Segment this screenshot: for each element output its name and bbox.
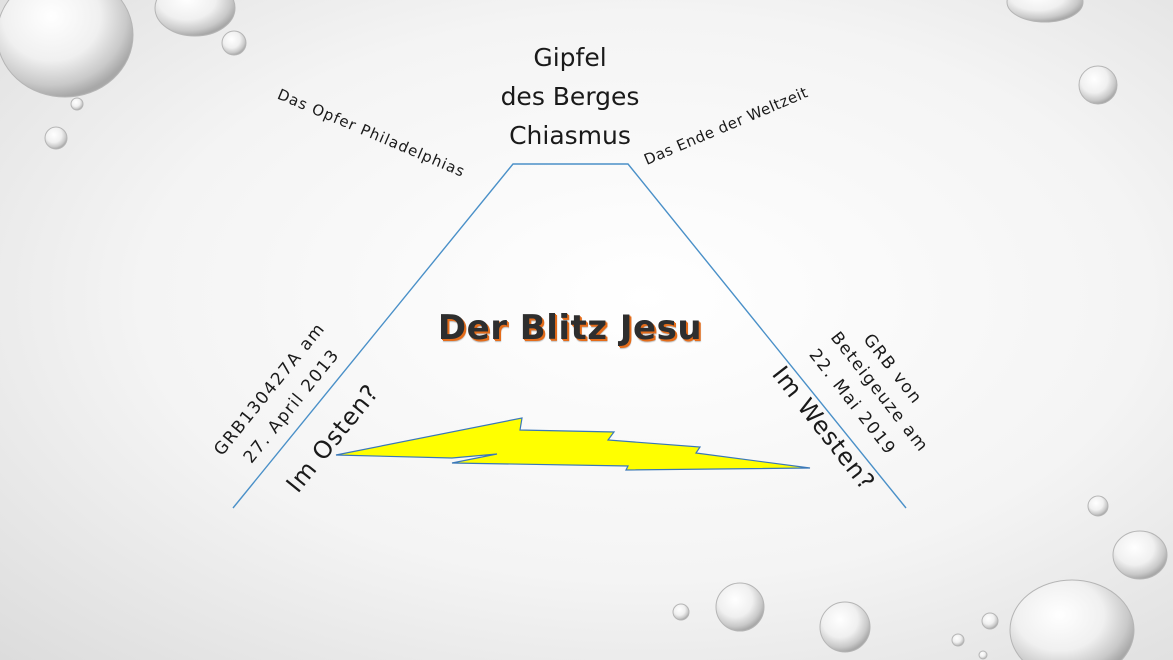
summit-line-1: Gipfel: [533, 43, 607, 72]
center-title: Der Blitz Jesu: [437, 308, 703, 348]
summit-title: Gipfel des Berges Chiasmus: [470, 38, 670, 155]
summit-line-2: des Berges: [500, 82, 640, 111]
mountain-outline: [232, 163, 907, 509]
lightning-bolt-icon: [335, 417, 811, 471]
summit-line-3: Chiasmus: [509, 121, 631, 150]
